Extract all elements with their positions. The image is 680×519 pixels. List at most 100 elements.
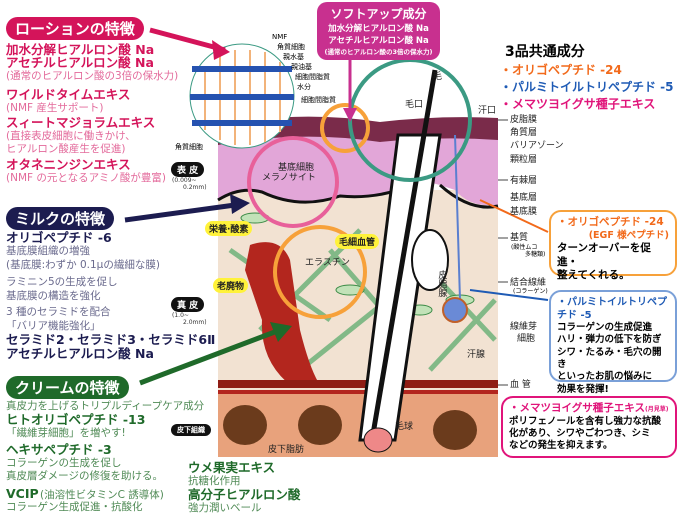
layer-label: 角質層 [510, 128, 538, 138]
callout-desc: といったお肌の悩みに [557, 371, 653, 383]
sweat-duct [454, 134, 461, 301]
lotion-title: ローションの特徴 [6, 17, 144, 40]
softup-line: アセチルヒアルロン酸 Na [328, 36, 429, 46]
milk-title: ミルクの特徴 [6, 207, 115, 230]
callout-desc: ハリ・弾力の低下を防ぎ [557, 334, 662, 346]
melanocyte-label: メラノサイト [262, 173, 316, 183]
callout-title: ・オリゴペプチド -24 [557, 216, 664, 228]
ingredient-desc: コラーゲンの生成を促し [6, 457, 122, 469]
hair-bulb [363, 427, 393, 453]
basal-cell-label: 基底細胞 [278, 163, 315, 173]
basement-membrane [217, 180, 421, 204]
ingredient-desc: 「バリア機能強化」 [6, 320, 101, 332]
sweat-gland-label: 汗腺 [467, 350, 486, 360]
layer-label: 細胞 [517, 334, 536, 344]
callout-desc: シワ・たるみ・毛穴の開き [557, 346, 662, 371]
ingredient-desc: 真皮層ダメージの修復を助ける。 [6, 470, 163, 482]
nutrition-tag: 栄養·酸素 [205, 221, 253, 236]
elastin-circle [273, 225, 367, 319]
sebaceous-label: 皮脂腺 [436, 270, 447, 297]
callout-desc: ポリフェノールを含有し強力な抗酸 [509, 415, 662, 427]
ingredient-name: 高分子ヒアルロン酸 [188, 487, 301, 502]
oligo-callout: ・オリゴペプチド -24 (EGF 様ペプチド) ターンオーバーを促進・ 整えて… [549, 210, 677, 281]
layer-label: 多糖類) [525, 251, 546, 258]
common-item: ・オリゴペプチド -24 [500, 63, 622, 77]
epidermis-thickness: (0.009~ [172, 177, 197, 184]
ingredient-name: スィートマジョラムエキス [6, 115, 156, 130]
layer-label: 有棘層 [510, 176, 538, 186]
capillary-tag: 毛細血管 [335, 234, 380, 249]
mematsu-callout: ・メマツヨイグサ種子エキス(月見草) ポリフェノールを含有し強力な抗酸 化があり… [501, 396, 677, 458]
hair-shaft [369, 69, 438, 441]
capillary [245, 242, 320, 385]
ingredient-desc: (NMF の元となるアミノ酸が豊富) [6, 172, 166, 184]
ingredient-name: アセチルヒアルロン酸 Na [6, 346, 154, 361]
layer-label: 基質 [510, 233, 529, 243]
basal-circle [247, 136, 339, 228]
mag-label: 親油基 [291, 63, 312, 71]
layer-label: 線維芽 [510, 322, 538, 332]
ingredient-name: 加水分解ヒアルロン酸 Na [6, 42, 155, 57]
layer-label: 血 管 [510, 380, 531, 390]
cream-arrow [139, 327, 281, 386]
ingredient-desc: (通常のヒアルロン酸の3倍の保水力) [6, 70, 179, 82]
layer-label: 基底膜 [510, 207, 538, 217]
layer-label: 皮脂膜 [510, 115, 538, 125]
ingredient-desc: (NMF 産生サポート) [6, 102, 104, 114]
dermis-thickness: (1.0~ [172, 312, 189, 319]
sweat-gland [442, 297, 468, 323]
mag-label: 角質細胞 [175, 143, 203, 151]
ingredient-name: オタネニンジンエキス [6, 157, 131, 172]
fat-clusters [223, 405, 477, 450]
hair-bulb-label: 毛球 [395, 422, 414, 432]
ingredient-desc: 「繊維芽細胞」を増やす! [6, 427, 126, 439]
epidermis-marker: 表 皮 [171, 162, 205, 177]
ingredient-desc: コラーゲン生成促進・抗酸化 [6, 501, 143, 513]
ingredient-desc: (直接表皮細胞に働きかけ、 [6, 130, 136, 142]
sebaceous-gland [411, 229, 449, 291]
lotion-arrow [149, 27, 226, 53]
sweat-pore-label: 汗口 [478, 106, 497, 116]
dermis-thickness: 2.0mm) [183, 319, 207, 326]
fat-label: 皮下脂肪 [268, 445, 305, 455]
mag-label: 水分 [297, 83, 311, 91]
ingredient-desc: 基底膜の構造を強化 [6, 290, 101, 302]
ingredient-name: ワイルドタイムエキス [6, 87, 131, 102]
epidermis-thickness: 0.2mm) [183, 184, 207, 191]
callout-desc: 整えてくれる。 [557, 269, 630, 282]
layer-label: (酸性ムコ [511, 244, 538, 251]
ingredient-desc: 抗糖化作用 [188, 475, 241, 487]
callout-desc: 効果を発揮! [557, 383, 609, 395]
ingredient-name: VCIP [6, 486, 39, 501]
mag-label: NMF [272, 33, 288, 41]
hair-label: 毛 [433, 72, 443, 82]
mag-label: 細胞間脂質 [295, 73, 330, 81]
layer-label: バリアゾーン [510, 141, 564, 151]
common-item: ・パルミトイルトリペプチド -5 [500, 80, 674, 94]
milk-arrow [124, 202, 236, 223]
layer-label: 結合線維 [510, 278, 547, 288]
layer-label: (コラーゲン) [513, 288, 548, 295]
cream-intro: 真皮力を上げるトリプルディープケア成分 [6, 400, 205, 412]
softup-circle [320, 103, 370, 153]
softup-title: ソフトアップ成分 [330, 7, 427, 21]
callout-note: (月見草) [644, 406, 669, 413]
ingredient-desc: ラミニン5の生成を促し [6, 276, 118, 288]
layer-label: 顆粒層 [510, 155, 538, 165]
ingredient-name: ヒトオリゴペプチド -13 [6, 412, 146, 427]
ingredient-name: オリゴペプチド -6 [6, 230, 112, 245]
softup-line: 加水分解ヒアルロン酸 Na [328, 24, 429, 34]
ingredient-name: セラミド2・セラミド3・セラミド6Ⅱ [6, 332, 216, 347]
common-title: 3品共通成分 [505, 44, 585, 60]
callout-title: ・メマツヨイグサ種子エキス [509, 402, 645, 414]
waste-tag: 老廃物 [213, 278, 249, 293]
ingredient-name: ウメ果実エキス [188, 460, 276, 475]
softup-line: (通常のヒアルロン酸の3倍の保水力) [324, 48, 433, 56]
dermis-marker: 真 皮 [171, 297, 205, 312]
elastin-label: エラスチン [305, 258, 350, 268]
blood-vessel [218, 380, 498, 388]
callout-desc: コラーゲンの生成促進 [557, 322, 653, 333]
callout-desc: ターンオーバーを促進・ [557, 241, 651, 268]
ingredient-name: ヘキサペプチド -3 [6, 442, 112, 457]
palmi-callout: ・パルミトイルトリペプチド -5 コラーゲンの生成促進 ハリ・弾力の低下を防ぎ … [549, 290, 677, 395]
